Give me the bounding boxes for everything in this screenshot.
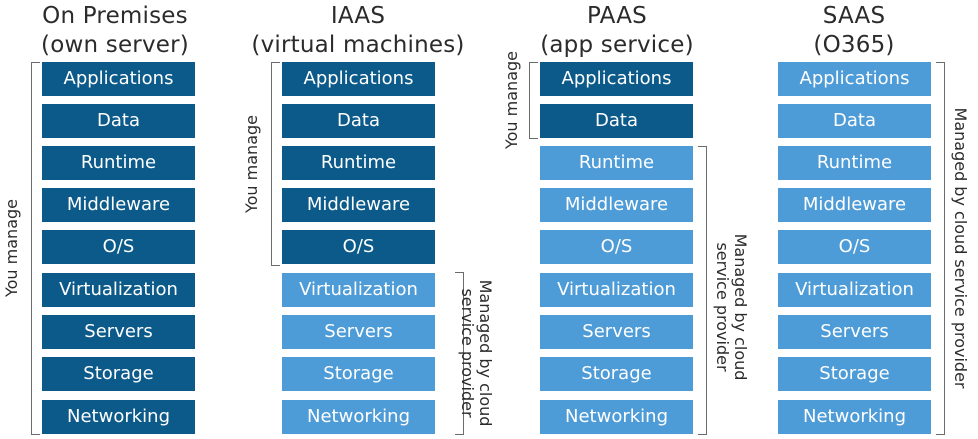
onprem-applications: Applications — [42, 62, 195, 96]
title-iaas-line1: IAAS — [330, 3, 386, 29]
paas-you-manage-bracket — [529, 62, 538, 139]
iaas-middleware: Middleware — [282, 188, 435, 222]
iaas-data: Data — [282, 104, 435, 138]
saas-os: O/S — [778, 230, 931, 264]
title-saas-line2: (O365) — [813, 32, 895, 58]
title-on-premises-line2: (own server) — [41, 32, 189, 58]
title-paas-line1: PAAS — [587, 3, 647, 29]
onprem-storage: Storage — [42, 357, 195, 391]
onprem-os: O/S — [42, 230, 195, 264]
paas-networking: Networking — [540, 400, 693, 434]
paas-provider-label-line2: service provider — [713, 242, 732, 372]
iaas-virtualization: Virtualization — [282, 273, 435, 307]
paas-storage: Storage — [540, 357, 693, 391]
iaas-provider-bracket — [455, 272, 464, 435]
title-paas-line2: (app service) — [540, 32, 694, 58]
paas-os: O/S — [540, 230, 693, 264]
iaas-servers: Servers — [282, 315, 435, 349]
title-on-premises: On Premises (own server) — [20, 2, 210, 60]
title-paas: PAAS (app service) — [524, 2, 710, 60]
paas-virtualization: Virtualization — [540, 273, 693, 307]
onprem-virtualization: Virtualization — [42, 273, 195, 307]
iaas-provider-label: Managed by cloud service provider — [458, 279, 495, 427]
paas-runtime: Runtime — [540, 146, 693, 180]
saas-servers: Servers — [778, 315, 931, 349]
paas-data: Data — [540, 104, 693, 138]
saas-virtualization: Virtualization — [778, 273, 931, 307]
iaas-os: O/S — [282, 230, 435, 264]
paas-provider-bracket — [698, 146, 707, 435]
saas-storage: Storage — [778, 357, 931, 391]
saas-runtime: Runtime — [778, 146, 931, 180]
title-on-premises-line1: On Premises — [42, 3, 188, 29]
onprem-servers: Servers — [42, 315, 195, 349]
iaas-you-manage-bracket — [271, 62, 280, 266]
saas-provider-bracket — [936, 62, 945, 435]
paas-you-manage-label: You manage — [502, 51, 521, 149]
iaas-networking: Networking — [282, 400, 435, 434]
iaas-you-manage-label: You manage — [242, 115, 261, 213]
paas-middleware: Middleware — [540, 188, 693, 222]
onprem-networking: Networking — [42, 400, 195, 434]
saas-networking: Networking — [778, 400, 931, 434]
onprem-you-manage-label: You manage — [2, 199, 21, 297]
paas-provider-label: Managed by cloud service provider — [713, 233, 750, 381]
iaas-provider-label-line2: service provider — [458, 288, 477, 418]
iaas-applications: Applications — [282, 62, 435, 96]
saas-provider-label: Managed by cloud service provider — [951, 107, 970, 389]
saas-middleware: Middleware — [778, 188, 931, 222]
title-saas-line1: SAAS — [822, 3, 886, 29]
iaas-provider-label-line1: Managed by cloud — [476, 279, 495, 427]
title-saas: SAAS (O365) — [764, 2, 944, 60]
saas-data: Data — [778, 104, 931, 138]
paas-servers: Servers — [540, 315, 693, 349]
title-iaas-line2: (virtual machines) — [251, 32, 465, 58]
onprem-middleware: Middleware — [42, 188, 195, 222]
title-iaas: IAAS (virtual machines) — [245, 2, 471, 60]
paas-provider-label-line1: Managed by cloud — [731, 233, 750, 381]
onprem-you-manage-bracket — [31, 62, 40, 435]
saas-applications: Applications — [778, 62, 931, 96]
iaas-runtime: Runtime — [282, 146, 435, 180]
paas-applications: Applications — [540, 62, 693, 96]
iaas-storage: Storage — [282, 357, 435, 391]
onprem-data: Data — [42, 104, 195, 138]
onprem-runtime: Runtime — [42, 146, 195, 180]
